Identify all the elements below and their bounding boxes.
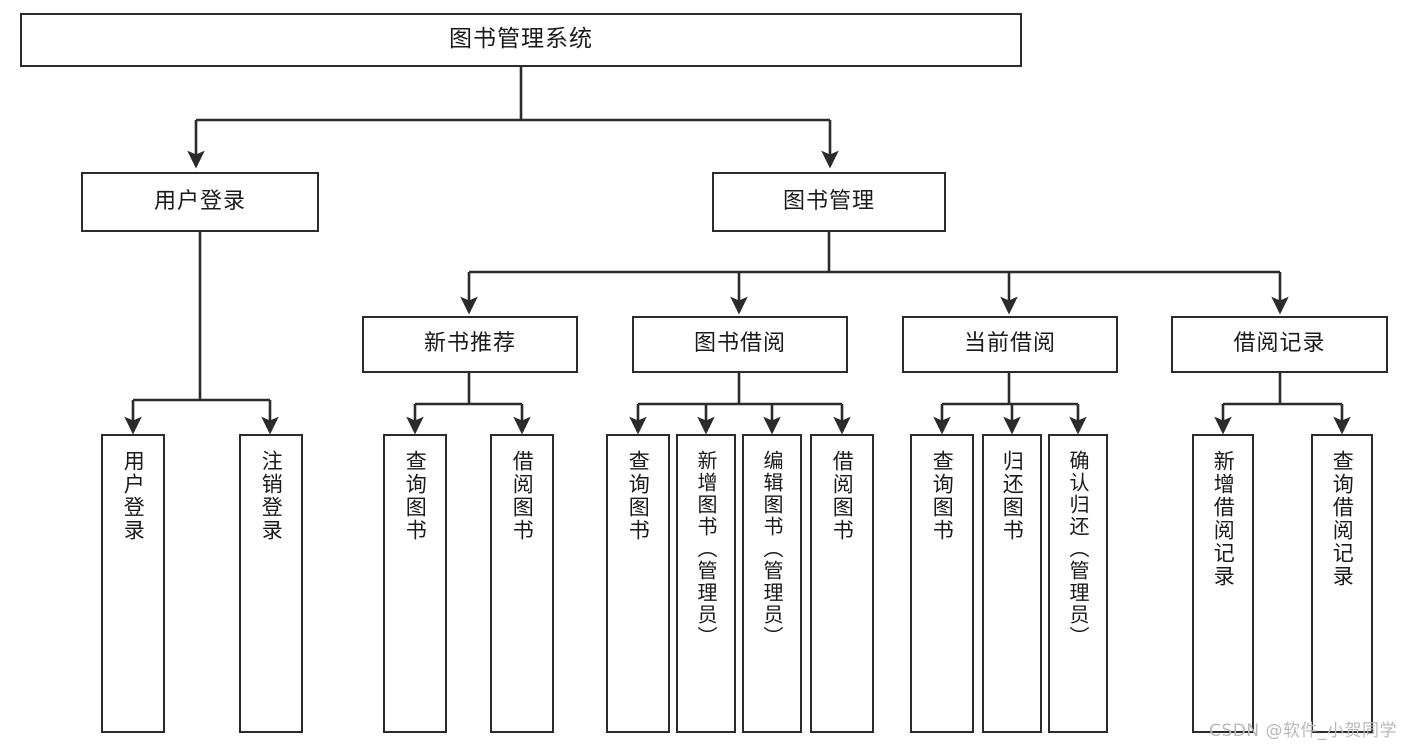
node-label: 归还图书 [1000, 450, 1025, 542]
node-label: 确认归还（管理员） [1066, 450, 1090, 648]
node-label: 用户登录 [121, 450, 146, 542]
node-label: 编辑图书（管理员） [760, 450, 784, 648]
node-label: 新书推荐 [423, 331, 516, 357]
node-label: 当前借阅 [963, 331, 1056, 357]
node-label: 借阅图书 [830, 450, 855, 542]
node-label: 查询图书 [403, 450, 428, 542]
node-label: 查询图书 [626, 450, 651, 542]
csdn-watermark: CSDN @软件_小贺同学 [1209, 721, 1397, 741]
leaf-query-book-recommend[interactable]: 查询图书 [383, 434, 447, 733]
leaf-query-borrow-record[interactable]: 查询借阅记录 [1311, 434, 1373, 733]
leaf-borrow-book[interactable]: 借阅图书 [810, 434, 874, 733]
node-root-system[interactable]: 图书管理系统 [20, 13, 1022, 67]
node-label: 借阅记录 [1233, 331, 1326, 357]
node-borrow-record[interactable]: 借阅记录 [1171, 316, 1388, 373]
node-book-borrow[interactable]: 图书借阅 [632, 316, 848, 373]
node-label: 图书借阅 [693, 331, 786, 357]
node-label: 图书管理 [782, 188, 875, 214]
leaf-return-book[interactable]: 归还图书 [982, 434, 1042, 733]
leaf-confirm-return[interactable]: 确认归还（管理员） [1048, 434, 1108, 733]
node-label: 查询图书 [930, 450, 955, 542]
node-label: 图书管理系统 [449, 26, 593, 53]
node-new-book-recommend[interactable]: 新书推荐 [362, 316, 578, 373]
node-label: 用户登录 [153, 188, 246, 214]
leaf-add-borrow-record[interactable]: 新增借阅记录 [1192, 434, 1254, 733]
node-current-borrow[interactable]: 当前借阅 [902, 316, 1118, 373]
leaf-user-login[interactable]: 用户登录 [101, 434, 165, 733]
node-label: 新增图书（管理员） [694, 450, 718, 648]
node-book-manage[interactable]: 图书管理 [712, 172, 946, 232]
leaf-query-book-current[interactable]: 查询图书 [910, 434, 974, 733]
node-label: 借阅图书 [510, 450, 535, 542]
node-label: 查询借阅记录 [1330, 450, 1355, 588]
leaf-user-logout[interactable]: 注销登录 [239, 434, 303, 733]
leaf-query-book-borrow[interactable]: 查询图书 [606, 434, 670, 733]
leaf-borrow-book-recommend[interactable]: 借阅图书 [490, 434, 554, 733]
node-user-login[interactable]: 用户登录 [81, 172, 319, 232]
leaf-add-book[interactable]: 新增图书（管理员） [676, 434, 736, 733]
node-label: 注销登录 [259, 450, 284, 542]
node-label: 新增借阅记录 [1211, 450, 1236, 588]
leaf-edit-book[interactable]: 编辑图书（管理员） [742, 434, 802, 733]
